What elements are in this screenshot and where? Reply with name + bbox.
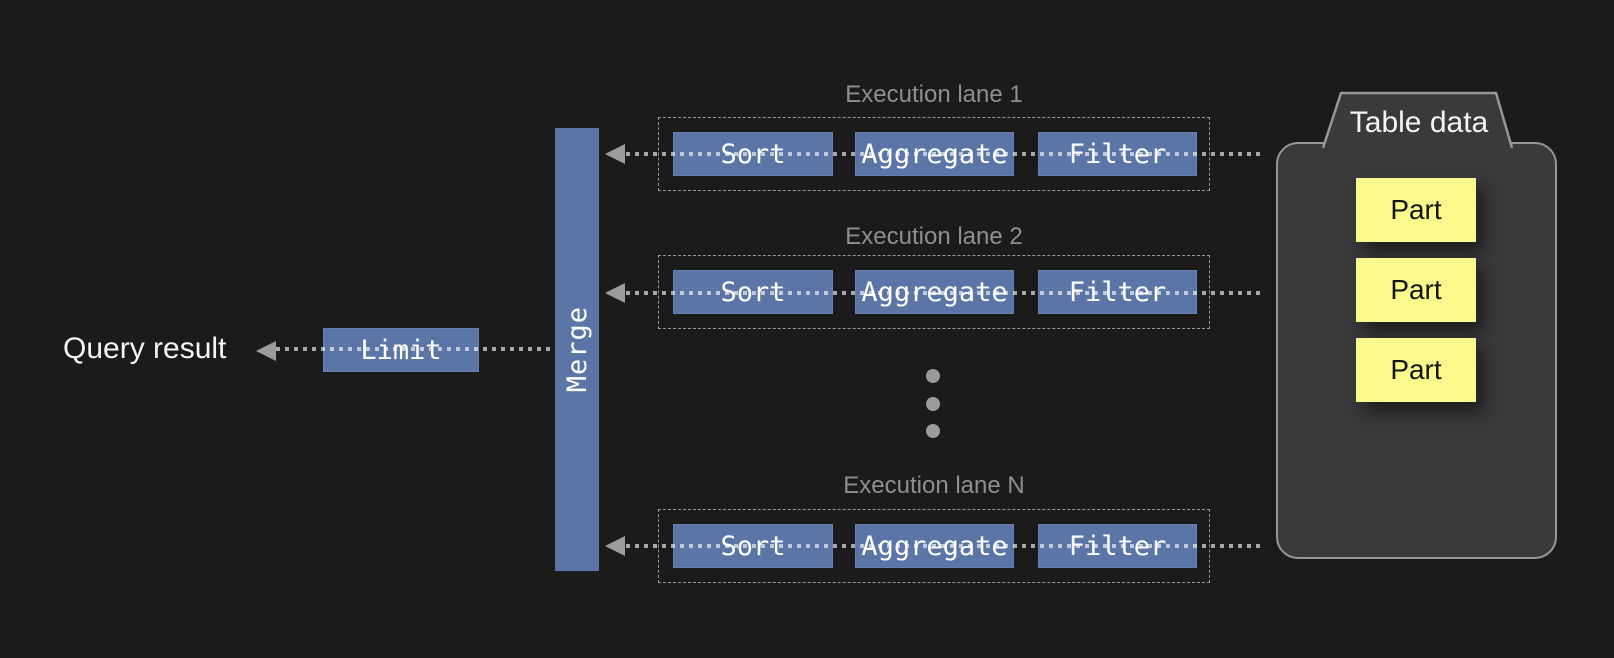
merge-label: Merge: [561, 306, 593, 393]
table-part-block: Part: [1356, 178, 1476, 242]
table-part-block: Part: [1356, 258, 1476, 322]
dotted-flow-line: [626, 291, 1262, 295]
left-arrowhead-icon: [605, 144, 625, 164]
more-lanes-ellipsis-icon: [926, 424, 940, 438]
dotted-flow-line: [626, 152, 1262, 156]
left-arrowhead-icon: [605, 536, 625, 556]
merge-operator: Merge: [555, 128, 599, 571]
table-part-block: Part: [1356, 338, 1476, 402]
query-result-label: Query result: [63, 332, 227, 365]
more-lanes-ellipsis-icon: [926, 397, 940, 411]
dotted-flow-line: [276, 347, 555, 351]
left-arrowhead-icon: [256, 341, 276, 361]
more-lanes-ellipsis-icon: [926, 369, 940, 383]
table-data-tab: [1321, 91, 1514, 148]
left-arrowhead-icon: [605, 283, 625, 303]
lane-n-title: Execution lane N: [843, 472, 1025, 499]
lane-2-title: Execution lane 2: [845, 223, 1023, 250]
dotted-flow-line: [626, 544, 1262, 548]
table-data-title: Table data: [1349, 106, 1489, 139]
lane-1-title: Execution lane 1: [845, 81, 1023, 108]
